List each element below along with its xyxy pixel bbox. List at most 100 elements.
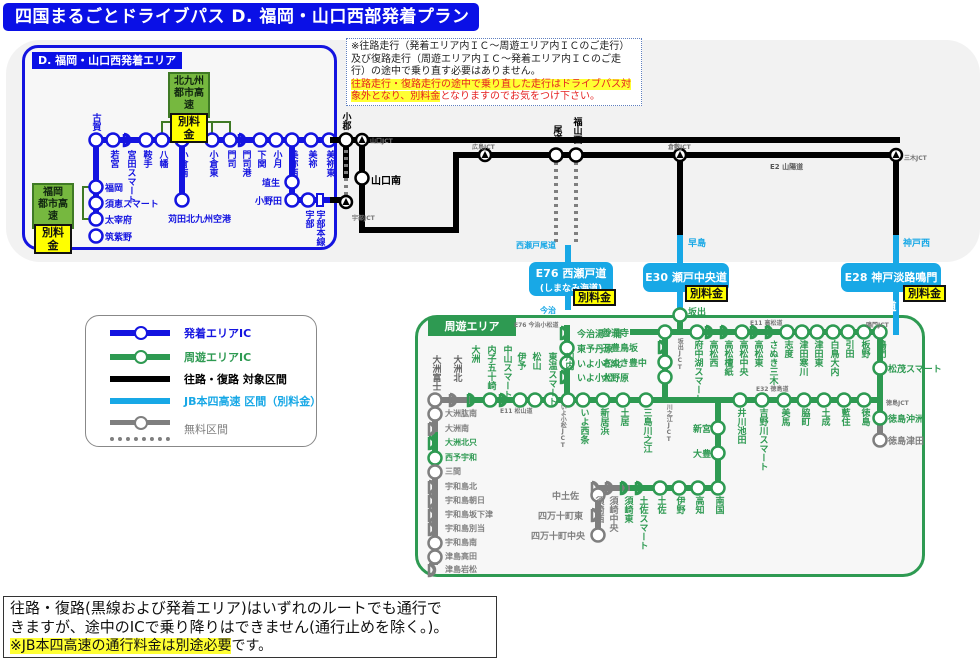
box-line: 都市高速: [38, 199, 68, 222]
box-line: 福岡: [43, 187, 63, 198]
road-label: E11 松山道: [500, 408, 533, 415]
jct-label: 山口JCT: [370, 138, 393, 145]
jct-label: 鳴門JCT: [866, 322, 889, 329]
jct-label: 川之江JCT: [665, 404, 673, 443]
ic-node: [595, 392, 611, 408]
ic-node: [816, 392, 832, 408]
circuit-swatch: [110, 350, 170, 364]
jb-route-name: E30 瀬戸中央道: [645, 271, 727, 284]
half-ic-node: [749, 324, 759, 340]
ic-label: さぬき三木: [767, 340, 778, 385]
box-line: 都市高速: [174, 88, 204, 111]
box-line: 北九州: [174, 76, 204, 87]
ic-label: さぬき豊中: [602, 359, 647, 369]
fee-badge: 別料金: [170, 113, 208, 143]
half-ic-node: [448, 392, 458, 408]
ic-label: 若宮: [108, 150, 119, 168]
note-line: 及び復路走行（周遊エリア内ＩＣ～発着エリア内ＩＣのご走: [351, 53, 621, 65]
legend-item-free: 無料区間: [110, 416, 228, 442]
ic-label: 大洲富士: [430, 355, 441, 391]
ic-node: [427, 535, 443, 551]
jct-triangle-icon: [892, 151, 900, 158]
ic-node: [154, 132, 170, 148]
ic-node: [776, 392, 792, 408]
legend-item-depart: 発着エリアIC: [110, 326, 251, 340]
ic-label: 善通寺: [602, 329, 630, 339]
jct-label: 倉敷JCT: [668, 144, 691, 151]
depart-area-label: D. 福岡・山口西発着エリア: [32, 52, 182, 69]
ic-label: 須崎東: [622, 496, 633, 523]
ic-label: 美祢東: [324, 150, 335, 177]
ic-label: 志度: [782, 340, 793, 358]
note-warning: 象外となり、別料金: [351, 91, 441, 102]
depart-swatch: [110, 326, 170, 340]
bottom-note-line: きますが、途中のICで乗り降りはできません(通行止めを除く。)。: [10, 618, 449, 636]
ic-node: [615, 392, 631, 408]
ube-mainline-node: [316, 193, 324, 207]
ic-label: 伊野: [674, 496, 685, 514]
ic-label: 須崎中央: [607, 496, 618, 532]
half-ic-node: [427, 562, 437, 578]
jct-triangle-icon: [358, 136, 366, 143]
ic-node: [710, 480, 726, 496]
legend-label: 発着エリアIC: [184, 327, 252, 340]
ic-label: 内子五十崎: [485, 345, 496, 390]
ic-node: [657, 354, 673, 370]
ic-label: 新宮: [693, 425, 712, 435]
ic-node: [689, 324, 705, 340]
free-swatch: [110, 416, 170, 442]
legend-label: 周遊エリアIC: [184, 351, 252, 364]
half-ic-node: [704, 324, 714, 340]
ic-node: [794, 324, 810, 340]
ic-node: [590, 527, 606, 543]
ic-label: 脇町: [799, 408, 810, 426]
ic-node: [754, 392, 770, 408]
ic-node: [427, 450, 443, 466]
ic-label: 福岡: [105, 184, 124, 194]
ic-label: 大豊: [693, 450, 712, 460]
ic-node-onomichi: [548, 147, 564, 163]
jct-label: 坂出JCT: [676, 338, 684, 371]
ic-label: 大洲北: [451, 355, 462, 382]
half-ic-node: [604, 480, 614, 496]
ic-label: 新居浜: [598, 408, 609, 435]
note-warning: となりますのでお気をつけ下さい。: [440, 91, 601, 102]
ic-label: 須恵スマート: [105, 200, 159, 210]
ic-label: 筑紫野: [105, 233, 133, 243]
ic-node: [872, 410, 888, 426]
ic-label: 大洲北只: [445, 438, 477, 447]
ic-node: [88, 228, 104, 244]
fee-badge: 別料金: [903, 285, 946, 302]
jb-route-name: E28 神戸淡路鳴門道: [844, 271, 938, 313]
half-ic-node: [427, 435, 437, 451]
circuit-area-label: 周遊エリア: [428, 318, 516, 336]
ic-node: [559, 355, 575, 371]
note-line: ※往路走行（発着エリア内ＩＣ～周遊エリア内ＩＣのご走行）: [351, 41, 630, 52]
ic-label: 四万十町中央: [531, 532, 586, 542]
ic-node: [88, 211, 104, 227]
ic-label: いよ小松北: [577, 360, 622, 370]
ic-node: [284, 174, 300, 190]
legend-item-jb: JB本四高速 区間（別料金）: [110, 394, 321, 408]
fee-badge: 別料金: [685, 285, 728, 302]
ic-node: [856, 324, 872, 340]
ic-label: 八幡: [157, 150, 168, 168]
ic-label: 高松檀紙: [722, 340, 733, 376]
ic-node: [825, 324, 841, 340]
ic-label: 土佐スマート: [637, 496, 648, 550]
ic-node: [710, 445, 726, 461]
ic-node: [856, 392, 872, 408]
half-ic-node: [122, 132, 132, 148]
ic-node-naruto: [872, 324, 888, 340]
ic-label: 今治湯ノ浦: [577, 330, 623, 340]
fukuoka-expressway-box: 福岡 都市高速 別料金: [32, 183, 74, 254]
jct-triangle-icon: [676, 151, 684, 158]
ic-node: [252, 132, 268, 148]
ic-label: 小月: [271, 150, 282, 168]
ic-node: [284, 192, 300, 208]
jb-route-sub: (しまなみ海道): [539, 284, 603, 294]
ic-node: [710, 420, 726, 436]
ic-label: 尾道: [551, 125, 562, 143]
ic-node-ogori: [338, 132, 354, 148]
ic-label: 鳴門: [875, 340, 886, 358]
